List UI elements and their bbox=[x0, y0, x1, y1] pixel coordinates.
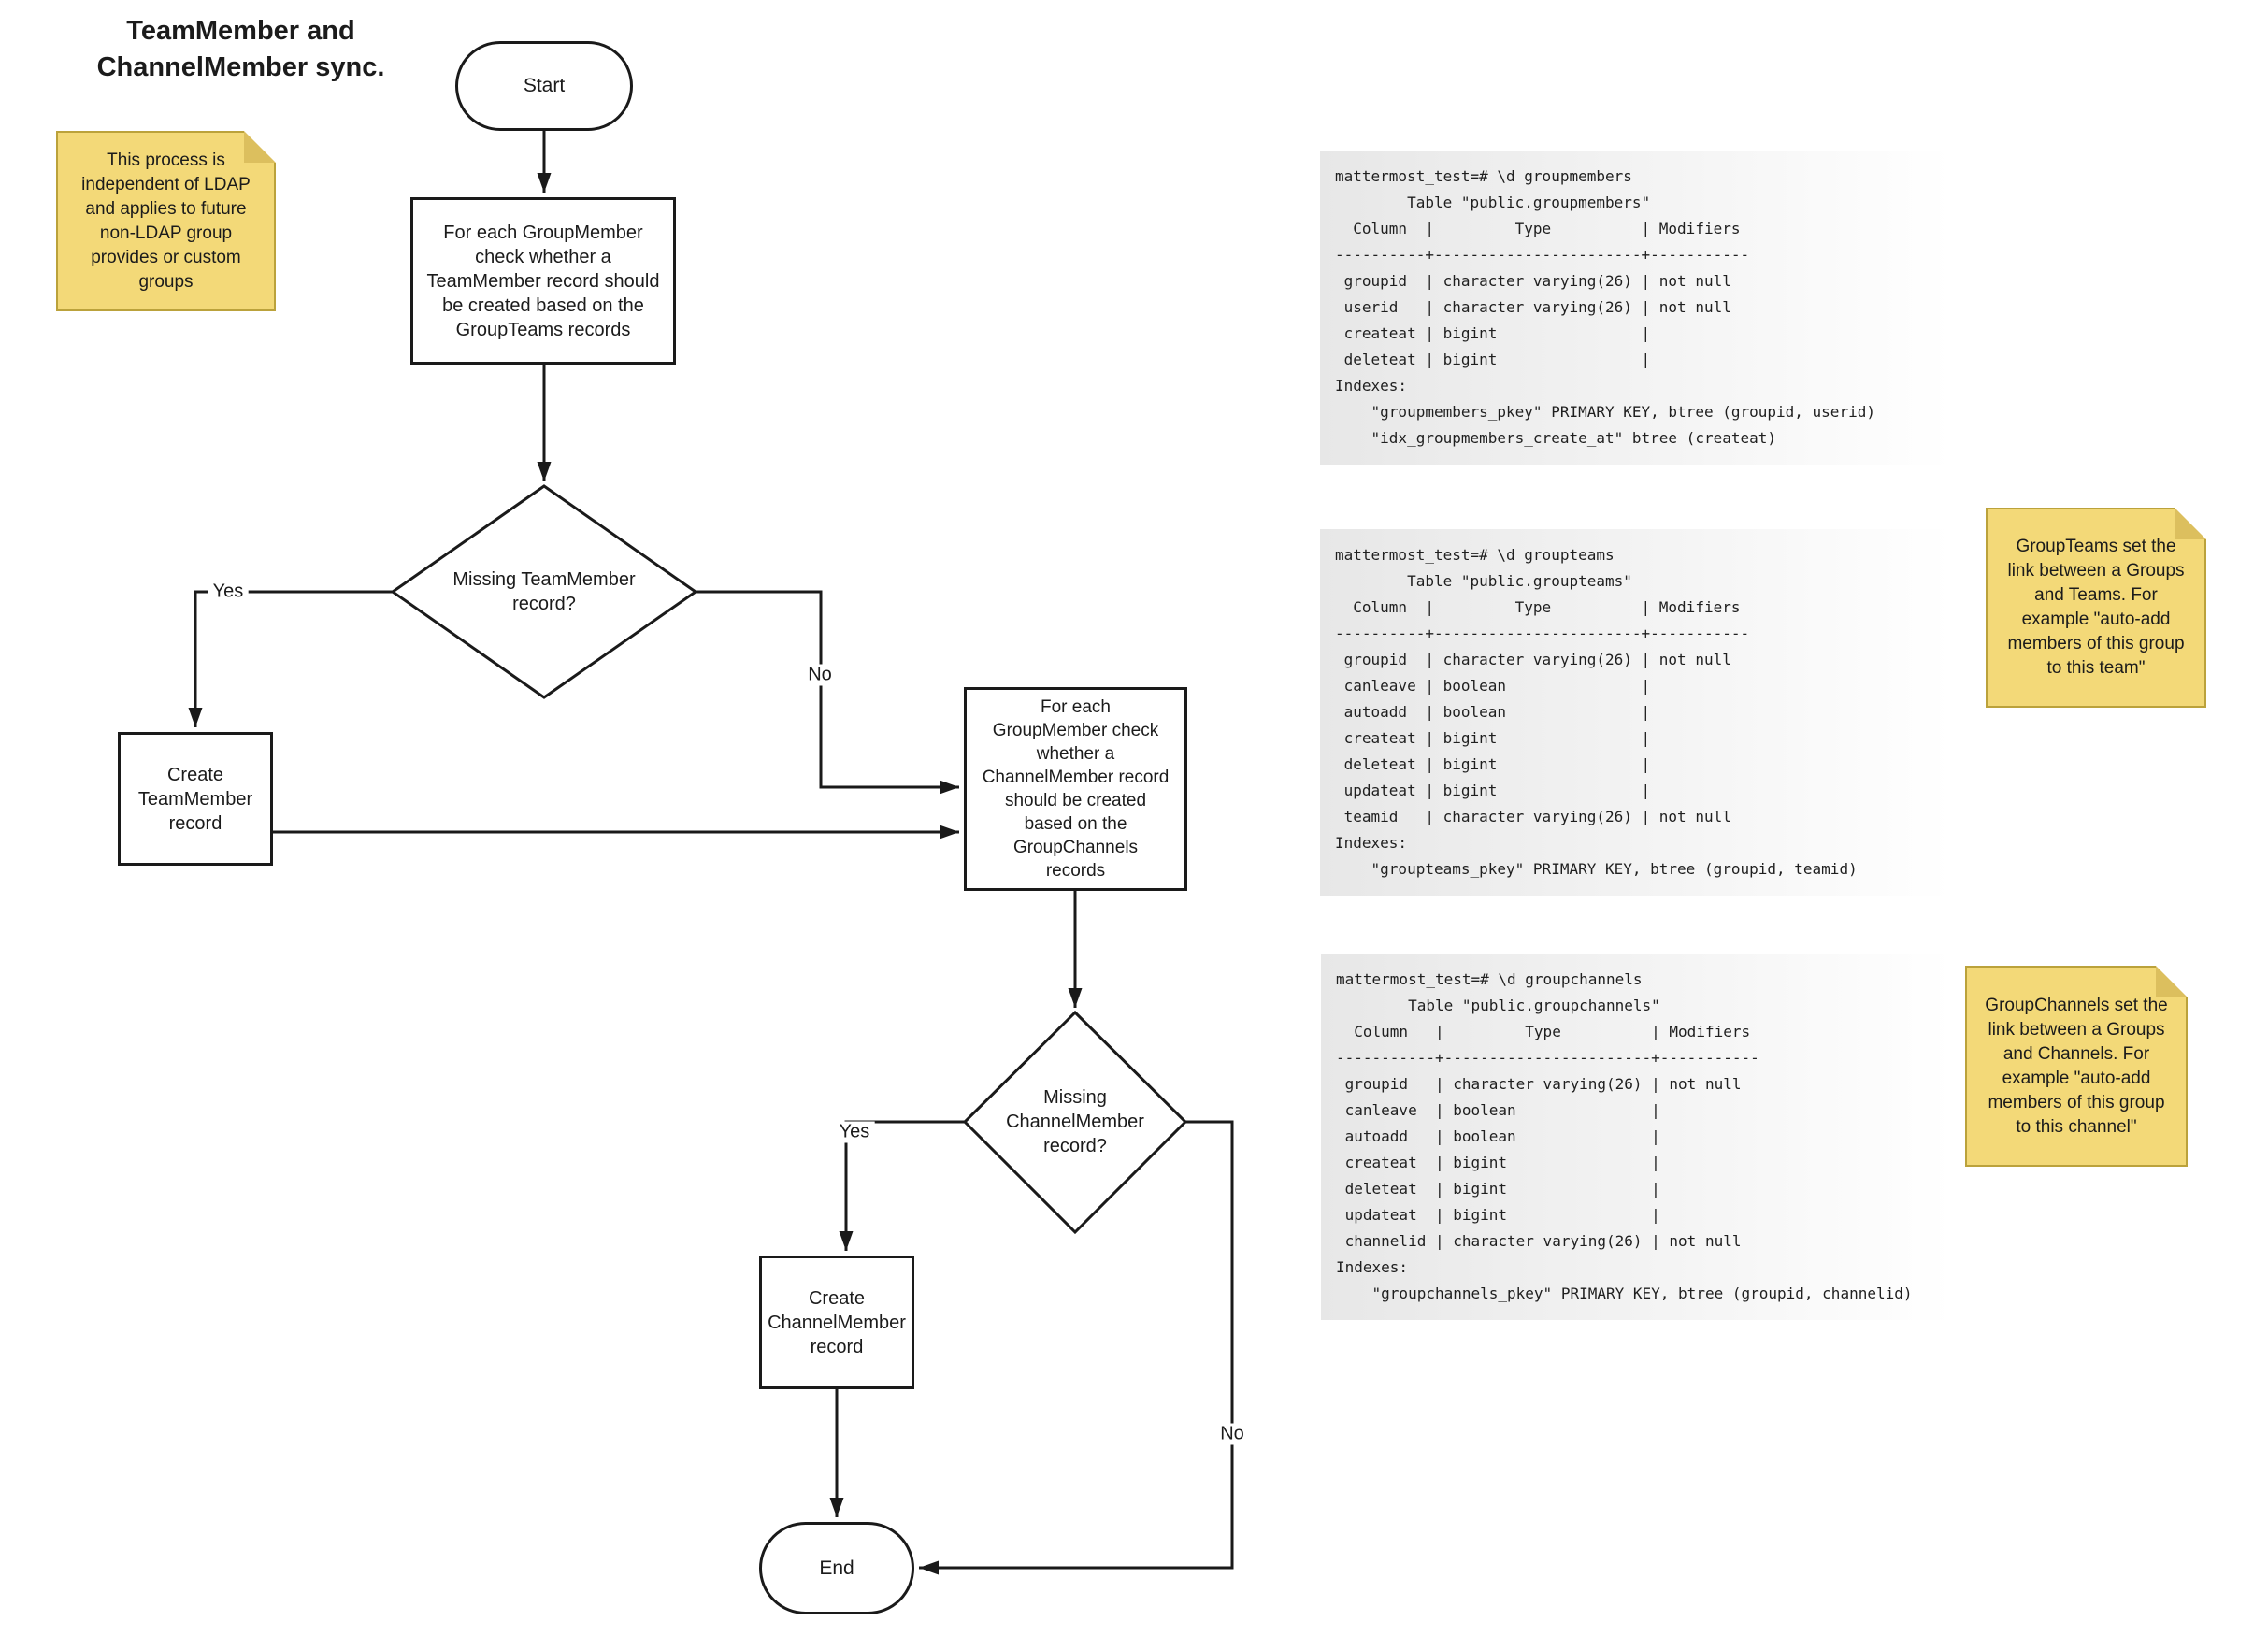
edge-label-yes-1: Yes bbox=[208, 581, 249, 603]
end-node: End bbox=[759, 1522, 914, 1614]
note-groupchannels: GroupChannels set the link between a Gro… bbox=[1965, 966, 2188, 1167]
process-check-teammember: For each GroupMember check whether a Tea… bbox=[410, 197, 676, 365]
connector-decision1-yes bbox=[188, 590, 393, 727]
start-node: Start bbox=[455, 41, 633, 131]
connector-decision1-no bbox=[696, 590, 959, 795]
edge-label-yes-2: Yes bbox=[834, 1121, 875, 1143]
edge-label-no-2: No bbox=[1215, 1423, 1249, 1445]
decision-missing-channelmember-shape bbox=[962, 1010, 1188, 1235]
create-teammember-node: Create TeamMember record bbox=[118, 732, 273, 866]
create-channelmember-node: Create ChannelMember record bbox=[759, 1256, 914, 1389]
process-check-channelmember: For each GroupMember check whether a Cha… bbox=[964, 687, 1187, 891]
note-groupteams: GroupTeams set the link between a Groups… bbox=[1986, 508, 2206, 708]
edge-label-no-1: No bbox=[803, 664, 837, 686]
decision-missing-teammember-label: Missing TeamMember record? bbox=[452, 569, 636, 614]
code-block-groupteams: mattermost_test=# \d groupteams Table "p… bbox=[1320, 529, 1951, 896]
decision-missing-teammember-shape bbox=[390, 484, 698, 699]
decision-missing-channelmember-label: Missing ChannelMember record? bbox=[1006, 1087, 1144, 1156]
note-ldap: This process is independent of LDAP and … bbox=[56, 131, 276, 311]
code-block-groupchannels: mattermost_test=# \d groupchannels Table… bbox=[1321, 954, 1952, 1320]
page-title: TeamMember and ChannelMember sync. bbox=[96, 16, 385, 82]
code-block-groupmembers: mattermost_test=# \d groupmembers Table … bbox=[1320, 151, 1951, 465]
connector-decision2-no bbox=[919, 1120, 1234, 1575]
